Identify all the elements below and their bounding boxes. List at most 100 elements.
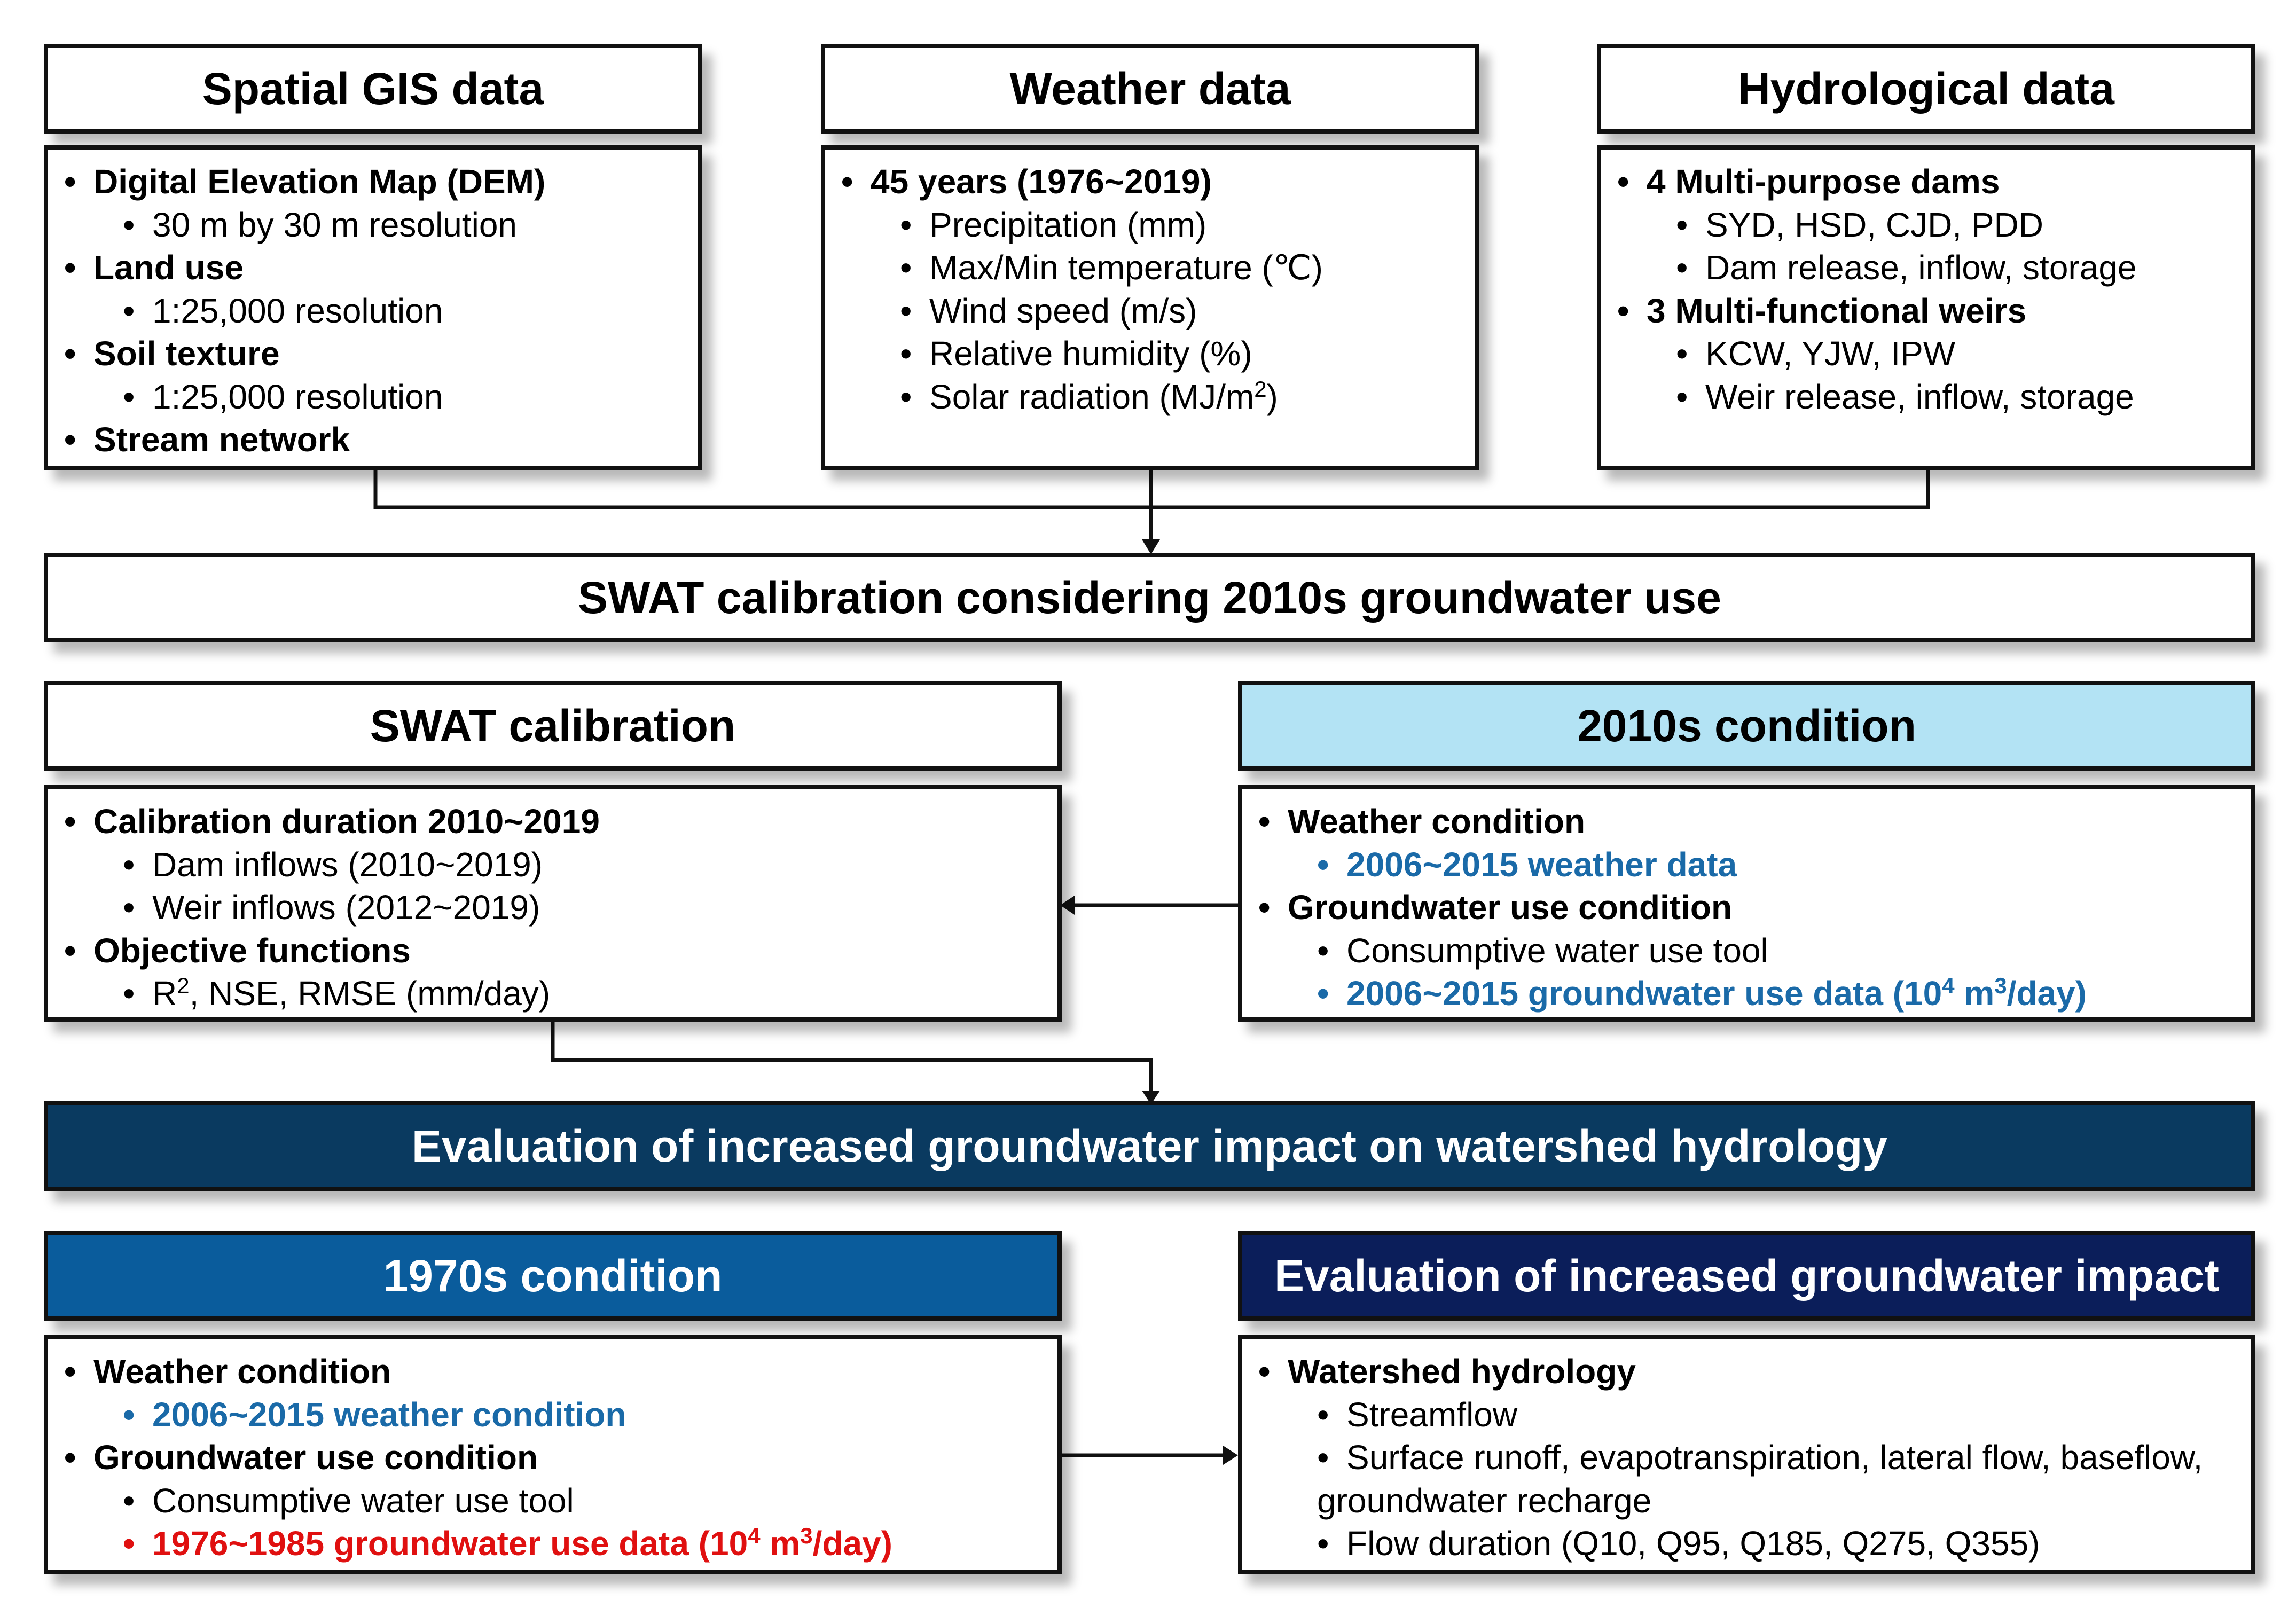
list-item: 3 Multi-functional weirs xyxy=(1617,289,2235,333)
list-item: 4 Multi-purpose dams xyxy=(1617,160,2235,203)
list-item-text: groundwater recharge xyxy=(1317,1481,1652,1520)
1970s-condition-title: 1970s condition xyxy=(383,1250,723,1301)
list-item-text: 2006~2015 groundwater use data (10 xyxy=(1346,974,1942,1013)
list-item-text: Max/Min temperature (℃) xyxy=(929,248,1323,287)
list-item-text: Dam inflows (2010~2019) xyxy=(152,845,543,884)
list-item-text: , NSE, RMSE (mm/day) xyxy=(189,974,551,1013)
list-item: 1:25,000 resolution xyxy=(123,289,682,333)
list-item-text: /day) xyxy=(812,1524,892,1563)
list-item: 30 m by 30 m resolution xyxy=(123,203,682,247)
list-item-text: R xyxy=(152,974,177,1013)
list-item: Dam release, inflow, storage xyxy=(1676,246,2235,289)
list-item: Streamflow xyxy=(1317,1393,2235,1437)
list-item: Wind speed (m/s) xyxy=(900,289,1459,333)
list-item-text: Flow duration (Q10, Q95, Q185, Q275, Q35… xyxy=(1346,1524,2040,1563)
2010s-condition-header: 2010s condition xyxy=(1238,681,2255,771)
1970s-condition-content: Weather condition 2006~2015 weather condi… xyxy=(44,1335,1062,1574)
list-item: Digital Elevation Map (DEM) xyxy=(64,160,682,203)
list-item-text: Stream network xyxy=(93,420,350,459)
list-item-text: Consumptive water use tool xyxy=(152,1481,574,1520)
list-item-text: 2006~2015 weather condition xyxy=(152,1395,626,1434)
list-item-text: Wind speed (m/s) xyxy=(929,291,1197,330)
list-item-text: 30 m by 30 m resolution xyxy=(152,205,517,244)
list-item: Land use xyxy=(64,246,682,289)
swat-calibration-title: SWAT calibration xyxy=(370,700,736,751)
list-item: Watershed hydrology xyxy=(1258,1350,2235,1393)
list-item-text: 1976~1985 groundwater use data (10 xyxy=(152,1524,748,1563)
evaluation-impact-header: Evaluation of increased groundwater impa… xyxy=(1238,1231,2255,1321)
weather-data-title: Weather data xyxy=(1009,63,1291,114)
list-item-text: 45 years (1976~2019) xyxy=(871,162,1212,201)
list-item: KCW, YJW, IPW xyxy=(1676,332,2235,375)
list-item: Weather condition xyxy=(1258,800,2235,843)
list-item: Solar radiation (MJ/m2) xyxy=(900,375,1459,419)
list-item-text: Streamflow xyxy=(1346,1395,1518,1434)
spatial-gis-title: Spatial GIS data xyxy=(202,63,544,114)
list-item: Consumptive water use tool xyxy=(1317,929,2235,972)
list-item-text: Relative humidity (%) xyxy=(929,334,1252,373)
list-item: Weir inflows (2012~2019) xyxy=(123,886,1041,929)
list-item: Flow duration (Q10, Q95, Q185, Q275, Q35… xyxy=(1317,1522,2235,1565)
list-item-text: Weather condition xyxy=(93,1352,391,1391)
hydrological-data-content: 4 Multi-purpose damsSYD, HSD, CJD, PDD Da… xyxy=(1597,145,2255,470)
superscript: 2 xyxy=(1254,376,1267,402)
swat-calibration-header: SWAT calibration xyxy=(44,681,1062,771)
arrowhead-eval-impact xyxy=(1223,1446,1238,1465)
hydrological-data-title: Hydrological data xyxy=(1738,63,2114,114)
list-item-text: Objective functions xyxy=(93,931,411,970)
list-item-text: Soil texture xyxy=(93,334,280,373)
superscript: 3 xyxy=(800,1523,813,1548)
list-item: Objective functions xyxy=(64,929,1041,972)
list-item: 1:25,000 resolution xyxy=(123,375,682,419)
list-item: Relative humidity (%) xyxy=(900,332,1459,375)
list-item: 2006~2015 weather data xyxy=(1317,843,2235,887)
list-item: SYD, HSD, CJD, PDD xyxy=(1676,203,2235,247)
list-item: Soil texture xyxy=(64,332,682,375)
list-item: Calibration duration 2010~2019 xyxy=(64,800,1041,843)
list-item-text: Dam release, inflow, storage xyxy=(1705,248,2137,287)
list-item-text: Watershed hydrology xyxy=(1288,1352,1636,1391)
weather-data-header: Weather data xyxy=(821,44,1479,134)
spatial-gis-content: Digital Elevation Map (DEM) 30 m by 30 m … xyxy=(44,145,702,470)
list-item: Groundwater use condition xyxy=(64,1436,1041,1479)
list-item: 2006~2015 weather condition xyxy=(123,1393,1041,1437)
superscript: 3 xyxy=(1994,973,2007,998)
list-item: Weir release, inflow, storage xyxy=(1676,375,2235,419)
list-item-text: Digital Elevation Map (DEM) xyxy=(93,162,546,201)
superscript: 4 xyxy=(1942,973,1955,998)
list-item: groundwater recharge xyxy=(1317,1479,2235,1523)
list-item-text: Weir inflows (2012~2019) xyxy=(152,888,540,927)
evaluation-impact-title: Evaluation of increased groundwater impa… xyxy=(1274,1250,2220,1301)
list-item: Dam inflows (2010~2019) xyxy=(123,843,1041,887)
calibration-bar-title: SWAT calibration considering 2010s groun… xyxy=(578,572,1721,623)
list-item-text: 1:25,000 resolution xyxy=(152,377,443,416)
list-item-text: Groundwater use condition xyxy=(93,1438,538,1477)
list-item-text: Precipitation (mm) xyxy=(929,205,1207,244)
list-item-text: Weir release, inflow, storage xyxy=(1705,377,2134,416)
calibration-bar: SWAT calibration considering 2010s groun… xyxy=(44,553,2255,642)
list-item: Stream network xyxy=(64,418,682,461)
2010s-condition-title: 2010s condition xyxy=(1577,700,1916,751)
list-item: Consumptive water use tool xyxy=(123,1479,1041,1523)
list-item-text: 2006~2015 weather data xyxy=(1346,845,1737,884)
list-item-text: SYD, HSD, CJD, PDD xyxy=(1705,205,2043,244)
list-item-text: Consumptive water use tool xyxy=(1346,931,1768,970)
list-item: 1976~1985 groundwater use data (104 m3/d… xyxy=(123,1522,1041,1565)
list-item-text: m xyxy=(760,1524,801,1563)
list-item: R2, NSE, RMSE (mm/day) xyxy=(123,972,1041,1015)
evaluation-bar-title: Evaluation of increased groundwater impa… xyxy=(411,1120,1888,1171)
list-item-text: Land use xyxy=(93,248,244,287)
evaluation-impact-content: Watershed hydrologyStreamflowSurface run… xyxy=(1238,1335,2255,1574)
list-item-text: Groundwater use condition xyxy=(1288,888,1733,927)
list-item-text: 4 Multi-purpose dams xyxy=(1647,162,2000,201)
arrowhead-calibration-bar xyxy=(1142,539,1160,554)
list-item: Surface runoff, evapotranspiration, late… xyxy=(1317,1436,2235,1479)
list-item: Max/Min temperature (℃) xyxy=(900,246,1459,289)
list-item: Groundwater use condition xyxy=(1258,886,2235,929)
list-item: 45 years (1976~2019) xyxy=(841,160,1459,203)
arrowhead-swat xyxy=(1060,896,1075,915)
evaluation-bar: Evaluation of increased groundwater impa… xyxy=(44,1101,2255,1191)
list-item-text: m xyxy=(1954,974,1995,1013)
list-item-text: Surface runoff, evapotranspiration, late… xyxy=(1346,1438,2203,1477)
list-item-text: Weather condition xyxy=(1288,802,1586,841)
